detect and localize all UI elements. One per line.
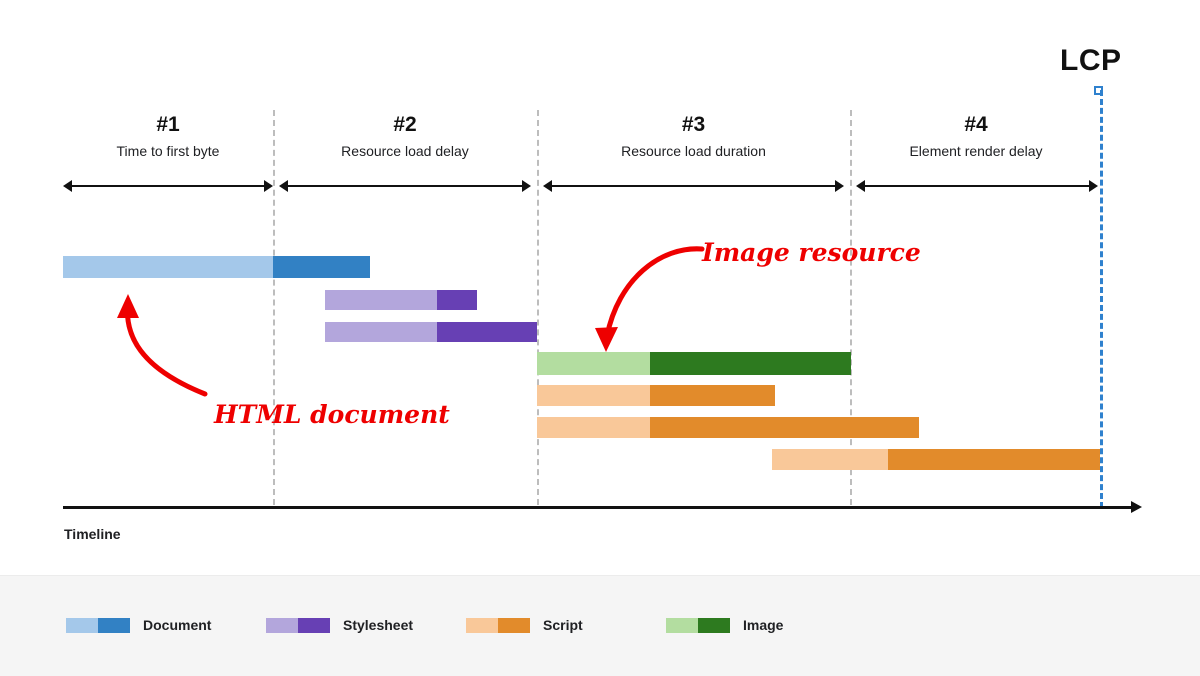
legend-item-stylesheet: Stylesheet	[266, 617, 413, 633]
section-divider-2	[537, 110, 539, 505]
resource-bar-script-3	[772, 449, 1100, 470]
arrow-head-left	[63, 180, 72, 192]
legend-label-image: Image	[743, 617, 784, 633]
image-resource-annotation-text: Image resource	[702, 238, 921, 267]
arrow-shaft	[863, 185, 1091, 187]
bar-segment-light	[537, 352, 650, 375]
arrow-head-left	[856, 180, 865, 192]
arrow-head-left	[543, 180, 552, 192]
bar-segment-dark	[437, 290, 477, 310]
arrow-head-right	[522, 180, 531, 192]
swatch-dark	[698, 617, 730, 633]
bar-segment-light	[325, 290, 437, 310]
arrow-shaft	[286, 185, 524, 187]
phase-4-name: Element render delay	[909, 143, 1043, 159]
swatch-dark	[98, 617, 130, 633]
legend-swatch-image	[666, 617, 730, 633]
arrow-shaft	[70, 185, 266, 187]
timeline-axis-label: Timeline	[64, 526, 121, 542]
arrow-head-right	[264, 180, 273, 192]
bar-segment-light	[537, 385, 650, 406]
swatch-light	[666, 617, 698, 633]
legend-label-document: Document	[143, 617, 212, 633]
phase-1-measure-arrow	[63, 180, 273, 192]
legend-swatch-script	[466, 617, 530, 633]
legend: Document Stylesheet Script Image	[0, 575, 1200, 676]
phase-2-name: Resource load delay	[341, 143, 469, 159]
legend-label-script: Script	[543, 617, 583, 633]
phase-2: #2 Resource load delay	[277, 112, 533, 162]
html-document-annotation-arrow	[117, 294, 208, 397]
arrow-head-left	[279, 180, 288, 192]
phase-3-name: Resource load duration	[621, 143, 766, 159]
resource-bar-stylesheet-2	[325, 322, 537, 342]
resource-bar-script-1	[537, 385, 775, 406]
arrow-head-right	[1089, 180, 1098, 192]
bar-segment-dark	[650, 385, 775, 406]
bar-segment-light	[325, 322, 437, 342]
lcp-marker-line	[1100, 90, 1103, 508]
resource-bar-image	[537, 352, 851, 375]
legend-swatch-stylesheet	[266, 617, 330, 633]
swatch-light	[266, 617, 298, 633]
image-resource-annotation-arrow	[595, 246, 705, 352]
phase-1: #1 Time to first byte	[63, 112, 273, 162]
bar-segment-dark	[437, 322, 537, 342]
swatch-light	[466, 617, 498, 633]
timeline-axis-arrowhead	[1131, 501, 1142, 513]
resource-bar-stylesheet-1	[325, 290, 477, 310]
phase-1-number: #1	[156, 113, 180, 136]
phase-2-number: #2	[393, 113, 417, 136]
bar-segment-dark	[273, 256, 370, 278]
legend-swatch-document	[66, 617, 130, 633]
bar-segment-light	[63, 256, 273, 278]
legend-item-image: Image	[666, 617, 783, 633]
bar-segment-dark	[888, 449, 1100, 470]
phase-2-measure-arrow	[279, 180, 531, 192]
bar-segment-dark	[650, 417, 919, 438]
legend-label-stylesheet: Stylesheet	[343, 617, 414, 633]
swatch-light	[66, 617, 98, 633]
section-divider-3	[850, 110, 852, 505]
phase-4-measure-arrow	[856, 180, 1098, 192]
legend-item-document: Document	[66, 617, 211, 633]
phase-1-name: Time to first byte	[116, 143, 220, 159]
resource-bar-document	[63, 256, 370, 278]
section-divider-1	[273, 110, 275, 505]
bar-segment-dark	[650, 352, 851, 375]
swatch-dark	[498, 617, 530, 633]
lcp-label: LCP	[1060, 44, 1122, 77]
timeline-axis-line	[63, 506, 1133, 509]
bar-segment-light	[772, 449, 888, 470]
phase-4-number: #4	[964, 113, 988, 136]
arrow-head-right	[835, 180, 844, 192]
arrow-shaft	[550, 185, 837, 187]
bar-segment-light	[537, 417, 650, 438]
phase-3: #3 Resource load duration	[541, 112, 846, 162]
html-document-annotation-text: HTML document	[214, 400, 450, 429]
phase-3-number: #3	[681, 113, 706, 136]
legend-item-script: Script	[466, 617, 583, 633]
swatch-dark	[298, 617, 330, 633]
resource-bar-script-2	[537, 417, 919, 438]
phase-4: #4 Element render delay	[854, 112, 1098, 162]
chart-area: LCP #1 Time to first byte #2 Resource lo…	[63, 44, 1142, 542]
phase-3-measure-arrow	[543, 180, 844, 192]
